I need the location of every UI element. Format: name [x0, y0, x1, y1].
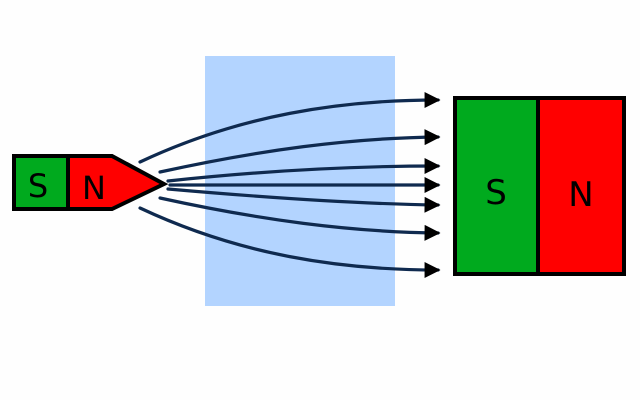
small-magnet-south-label: S	[28, 167, 48, 205]
large-magnet-south-pole	[453, 96, 540, 276]
field-line	[166, 158, 441, 183]
field-lines	[138, 92, 441, 278]
field-line	[158, 196, 441, 241]
field-line	[138, 206, 441, 278]
large-magnet-north-pole	[536, 96, 626, 276]
large-magnet: S N	[453, 96, 626, 276]
glass-panel	[205, 56, 395, 306]
small-magnet-north-label: N	[82, 169, 106, 207]
large-magnet-north-label: N	[568, 175, 593, 215]
field-line	[138, 92, 441, 164]
small-magnet-north-pole	[66, 154, 169, 211]
large-magnet-south-label: S	[485, 173, 507, 213]
small-magnet: S N	[12, 154, 169, 211]
field-line	[158, 129, 441, 174]
field-line	[166, 187, 441, 213]
